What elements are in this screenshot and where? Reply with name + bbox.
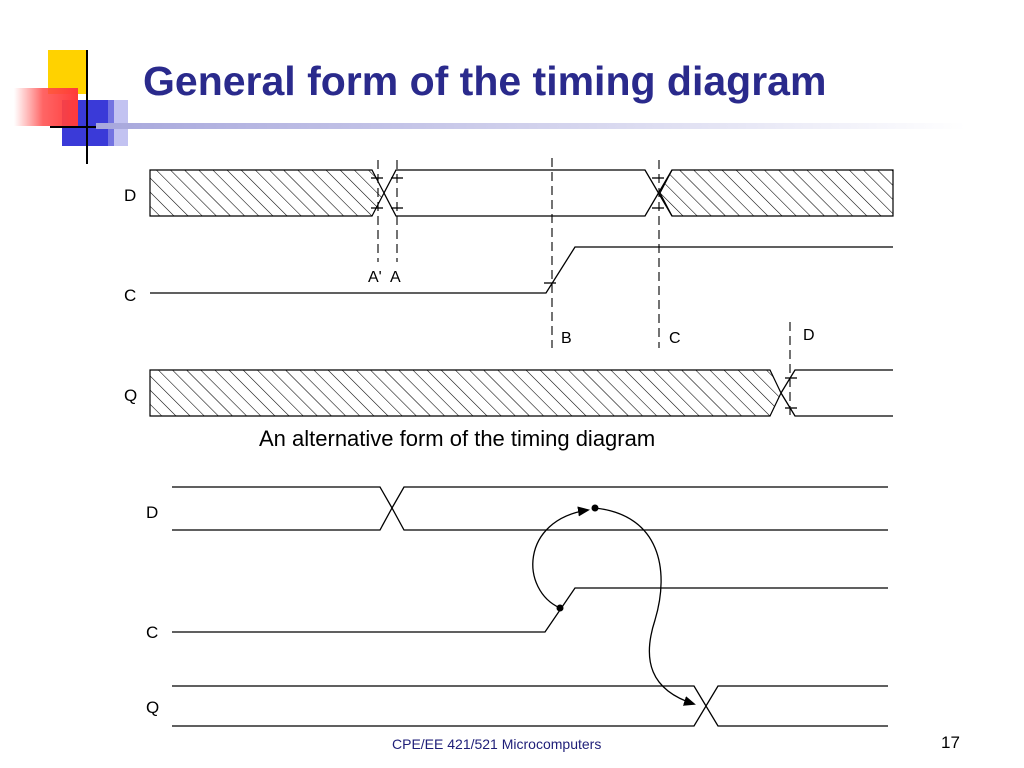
- bottom-label-d: D: [146, 503, 158, 522]
- marker-a-prime: A': [368, 269, 382, 286]
- top-q-signal: [149, 369, 893, 417]
- top-label-q: Q: [124, 386, 137, 405]
- bottom-c-signal: [172, 587, 888, 633]
- marker-a: A: [390, 269, 401, 286]
- bottom-label-c: C: [146, 623, 158, 642]
- top-label-d: D: [124, 186, 136, 205]
- bottom-d-signal: [172, 486, 888, 531]
- marker-b: B: [561, 330, 572, 347]
- causality-arrows: [532, 504, 696, 706]
- footer-course-title: CPE/EE 421/521 Microcomputers: [392, 736, 602, 752]
- bottom-q-signal: [172, 685, 888, 727]
- alternative-diagram-caption: An alternative form of the timing diagra…: [259, 426, 656, 451]
- bottom-label-q: Q: [146, 698, 159, 717]
- marker-c: C: [669, 330, 681, 347]
- title-underline: [96, 123, 966, 129]
- page-number: 17: [941, 733, 960, 752]
- marker-d: D: [803, 327, 815, 344]
- top-label-c: C: [124, 286, 136, 305]
- top-c-signal: [150, 246, 893, 294]
- top-d-signal: [149, 169, 894, 217]
- marker-lines: [377, 158, 791, 416]
- slide-title: General form of the timing diagram: [143, 58, 827, 104]
